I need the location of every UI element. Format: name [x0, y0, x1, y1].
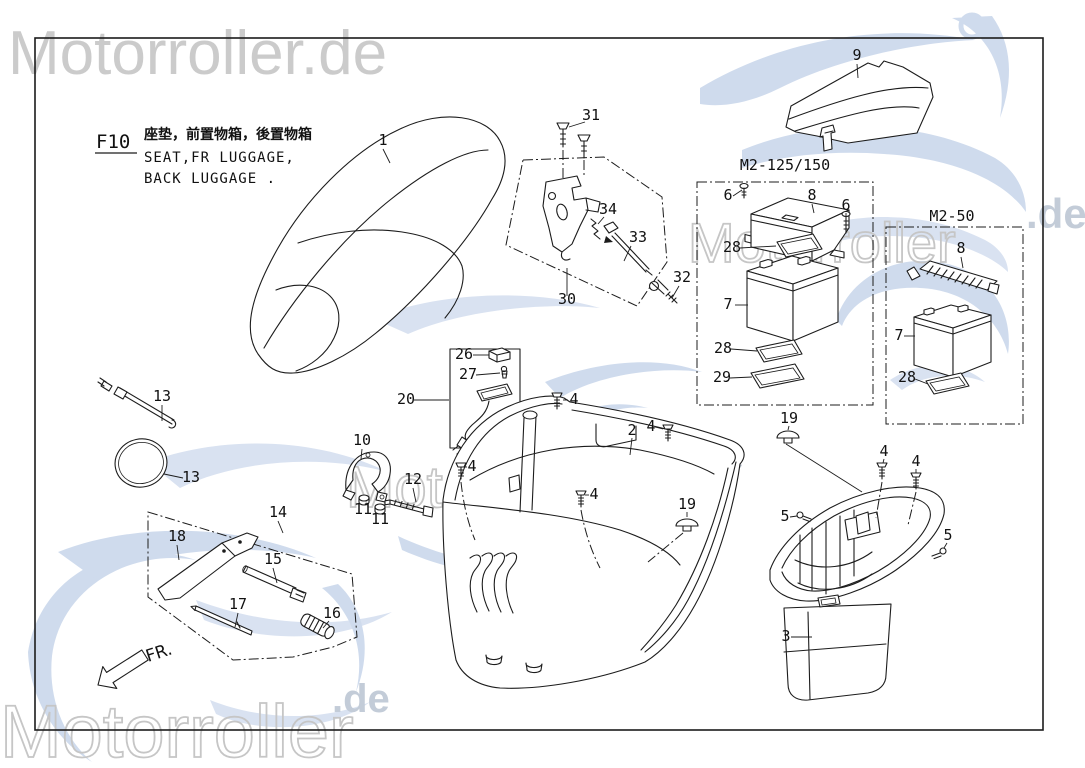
seat-lock-cable: [97, 377, 177, 429]
part-label-6b: 6: [841, 196, 850, 214]
part-label-12: 12: [404, 470, 422, 488]
figure-title-english-line2: BACK LUGGAGE .: [144, 171, 276, 187]
part-label-29: 29: [713, 368, 731, 386]
part-callouts: 1 9 31 34 33 32 30 6 8 6 28 7 28 29 8 7 …: [153, 46, 966, 645]
part-label-19b: 19: [780, 409, 798, 427]
fr-direction-arrow: FR.: [97, 640, 175, 689]
watermark-right-tld: .de: [1026, 190, 1085, 237]
part-label-20: 20: [397, 390, 415, 408]
figure-header: F10 座垫，前置物箱，後置物箱 SEAT,FR LUGGAGE, BACK L…: [95, 126, 312, 187]
watermark-top: Motorroller.de: [8, 19, 387, 88]
part-label-4f: 4: [911, 452, 920, 470]
part-label-6a: 6: [723, 186, 732, 204]
part-label-33: 33: [629, 228, 647, 246]
part-label-30: 30: [558, 290, 576, 308]
part-label-5b: 5: [943, 526, 952, 544]
grommets-19: [647, 430, 863, 563]
part-label-7a: 7: [723, 295, 732, 313]
figure-code: F10: [96, 131, 130, 153]
part-label-28b: 28: [714, 339, 732, 357]
part-label-4b: 4: [467, 457, 476, 475]
part-label-7b: 7: [894, 326, 903, 344]
figure-title-chinese: 座垫，前置物箱，後置物箱: [144, 126, 312, 143]
part-label-5a: 5: [780, 507, 789, 525]
fr-label: FR.: [143, 640, 174, 667]
figure-title-english-line1: SEAT,FR LUGGAGE,: [144, 150, 295, 166]
variant-label-m2-125-150: M2-125/150: [740, 156, 830, 174]
tool-kit: [147, 511, 358, 661]
seat-ring: [114, 438, 168, 488]
watermark-bottom-tld: .de: [332, 677, 390, 721]
underseat-luggage-box: [442, 395, 745, 689]
part-label-34: 34: [599, 200, 617, 218]
screws-4: [455, 392, 922, 569]
rear-luggage-box: [769, 481, 947, 701]
part-label-9: 9: [852, 46, 861, 64]
part-label-2: 2: [627, 421, 636, 439]
part-label-28a: 28: [723, 238, 741, 256]
part-label-15: 15: [264, 550, 282, 568]
seat-lock-assembly: [505, 122, 678, 307]
part-label-10: 10: [353, 431, 371, 449]
variant-box-m2-50: [885, 226, 1024, 425]
part-label-31: 31: [582, 106, 600, 124]
part-label-4d: 4: [646, 417, 655, 435]
part-label-18: 18: [168, 527, 186, 545]
variant-label-m2-50: M2-50: [929, 207, 974, 225]
leader-lines: [161, 63, 964, 638]
part-label-16: 16: [323, 604, 341, 622]
part-label-4a: 4: [569, 390, 578, 408]
variant-box-m2-125-150: [696, 181, 874, 406]
part-label-4c: 4: [589, 485, 598, 503]
part-label-13b: 13: [182, 468, 200, 486]
diagram-border: [34, 37, 1044, 731]
part-label-3: 3: [781, 627, 790, 645]
seat-bracket-hardware: [342, 451, 434, 518]
part-label-14: 14: [269, 503, 287, 521]
part-label-19a: 19: [678, 495, 696, 513]
part-label-27: 27: [459, 365, 477, 383]
part-label-8b: 8: [956, 239, 965, 257]
part-label-17: 17: [229, 595, 247, 613]
part-label-4e: 4: [879, 442, 888, 460]
part-label-28c: 28: [898, 368, 916, 386]
seat-drawing: [249, 116, 506, 374]
part-label-11b: 11: [371, 510, 389, 528]
part-label-11a: 11: [354, 500, 372, 518]
part-label-13a: 13: [153, 387, 171, 405]
watermark-bottom-brand: Motorroller: [0, 690, 354, 768]
part-label-8a: 8: [807, 186, 816, 204]
part-label-1: 1: [378, 131, 387, 149]
part-label-32: 32: [673, 268, 691, 286]
luggage-lid-drawing: [785, 60, 934, 152]
part-label-26: 26: [455, 345, 473, 363]
